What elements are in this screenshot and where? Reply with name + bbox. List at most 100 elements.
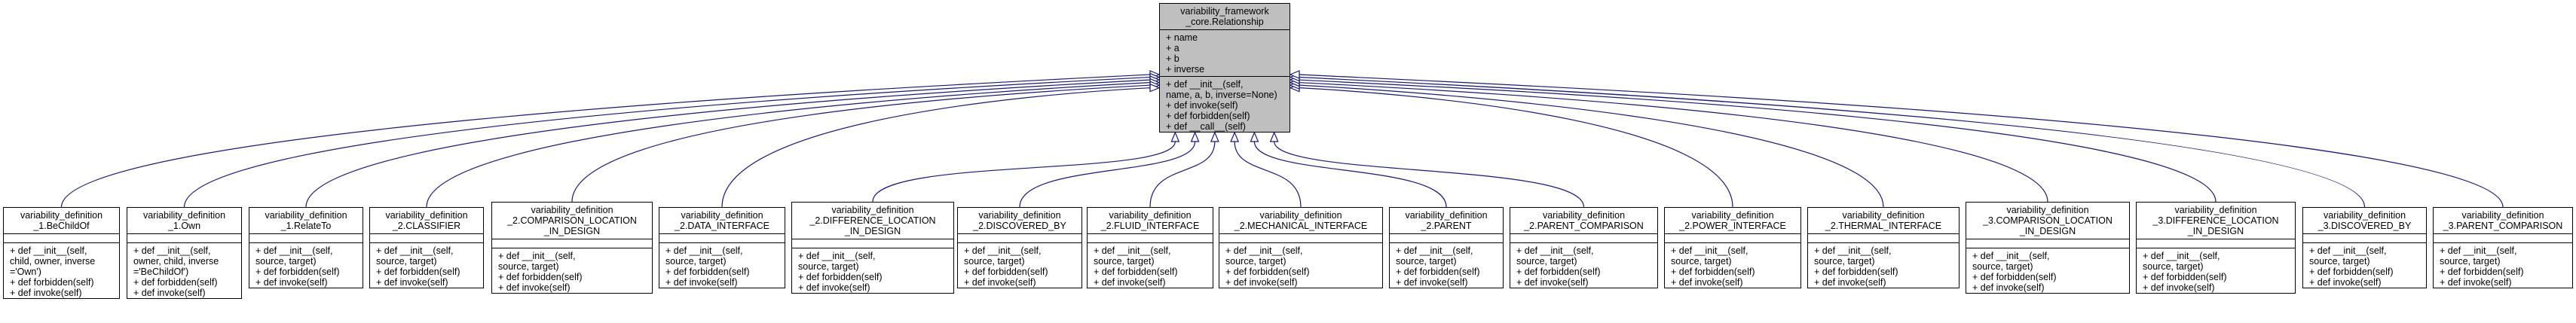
class-name-line: variability_framework bbox=[1180, 6, 1269, 17]
subclass-box: variability_definition_2.PARENT+ def __i… bbox=[1389, 207, 1504, 288]
method-line: source, target) bbox=[1516, 256, 1577, 267]
class-name-line: variability_definition bbox=[265, 210, 347, 221]
attributes-section bbox=[1390, 233, 1503, 243]
class-name: variability_definition_3.PARENT_COMPARIS… bbox=[2434, 208, 2572, 233]
methods-section: + def __init__(self, name, a, b, inverse… bbox=[1160, 76, 1290, 134]
method-line: + def forbidden(self) bbox=[1516, 267, 1601, 277]
attributes-section bbox=[1665, 233, 1800, 243]
methods-section: + def __init__(self, source, target)+ de… bbox=[792, 248, 953, 295]
subclass-box: variability_definition_2.THERMAL_INTERFA… bbox=[1807, 207, 1960, 288]
class-name-line: _3.PARENT_COMPARISON bbox=[2443, 221, 2563, 231]
class-name-line: variability_definition bbox=[1405, 210, 1488, 221]
class-name-line: _core.Relationship bbox=[1186, 17, 1264, 27]
class-name-line: variability_definition bbox=[978, 210, 1061, 221]
inheritance-edge bbox=[305, 79, 1151, 208]
method-line: + def forbidden(self) bbox=[798, 272, 883, 282]
method-line: source, target) bbox=[1972, 261, 2033, 272]
method-line: + def __init__(self, bbox=[665, 245, 743, 256]
method-line: + def forbidden(self) bbox=[1671, 267, 1755, 277]
method-line: source, target) bbox=[798, 261, 859, 272]
attributes-section bbox=[1966, 239, 2129, 248]
class-name-line: _1.Own bbox=[167, 221, 201, 231]
method-line: + def forbidden(self) bbox=[255, 267, 340, 277]
method-line: + def invoke(self) bbox=[1396, 277, 1468, 288]
method-line: + def invoke(self) bbox=[1166, 100, 1238, 111]
class-name-line: variability_definition bbox=[1542, 210, 1626, 221]
subclass-box: variability_definition_2.DATA_INTERFACE+… bbox=[659, 207, 785, 288]
methods-section: + def __init__(self, source, target)+ de… bbox=[2303, 242, 2426, 290]
class-name-line: _2.COMPARISON_LOCATION bbox=[507, 215, 637, 226]
class-name-line: _1.RelateTo bbox=[280, 221, 332, 231]
inheritance-edge bbox=[1274, 141, 1585, 208]
inheritance-edge bbox=[1299, 84, 1884, 208]
inheritance-arrowhead bbox=[1190, 131, 1200, 142]
class-name-line: _2.CLASSIFIER bbox=[392, 221, 461, 231]
method-line: + def __init__(self, bbox=[1225, 245, 1303, 256]
inheritance-arrowhead bbox=[1269, 131, 1279, 142]
attributes-section bbox=[127, 233, 241, 243]
method-line: source, target) bbox=[498, 261, 559, 272]
method-line: + def invoke(self) bbox=[1972, 282, 2045, 293]
methods-section: + def __init__(self, source, target)+ de… bbox=[1665, 242, 1800, 290]
method-line: + def __init__(self, bbox=[1972, 251, 2050, 261]
method-line: + def invoke(self) bbox=[2309, 277, 2382, 288]
class-name: variability_framework_core.Relationship bbox=[1160, 4, 1290, 29]
attribute-line: + a bbox=[1166, 43, 1179, 53]
inheritance-edge bbox=[1299, 87, 1733, 208]
class-name: variability_definition_1.BeChildOf bbox=[4, 208, 119, 233]
method-line: name, a, b, inverse=None) bbox=[1166, 90, 1277, 100]
methods-section: + def __init__(self, source, target)+ de… bbox=[1808, 242, 1959, 290]
method-line: + def invoke(self) bbox=[255, 277, 328, 288]
methods-section: + def __init__(self, child, owner, inver… bbox=[4, 242, 119, 300]
methods-section: + def __init__(self, source, target)+ de… bbox=[2137, 248, 2295, 295]
method-line: ='Own') bbox=[10, 267, 41, 277]
class-name-line: _2.PARENT_COMPARISON bbox=[1524, 221, 1644, 231]
subclass-box: variability_definition_2.DIFFERENCE_LOCA… bbox=[791, 202, 954, 294]
class-name: variability_definition_2.CLASSIFIER bbox=[370, 208, 483, 233]
class-name-line: variability_definition bbox=[1842, 210, 1925, 221]
method-line: + def __init__(self, bbox=[10, 245, 87, 256]
attributes-section bbox=[370, 233, 483, 243]
method-line: + def invoke(self) bbox=[798, 282, 870, 293]
method-line: + def invoke(self) bbox=[376, 277, 448, 288]
method-line: source, target) bbox=[2440, 256, 2501, 267]
attributes-section bbox=[249, 233, 363, 243]
class-name-line: _3.COMPARISON_LOCATION bbox=[1983, 215, 2113, 226]
class-name-line: variability_definition bbox=[20, 210, 103, 221]
class-name-line: _IN_DESIGN bbox=[2187, 226, 2244, 236]
class-name-line: _1.BeChildOf bbox=[33, 221, 90, 231]
class-name-line: variability_definition bbox=[1259, 210, 1342, 221]
method-line: + def __init__(self, bbox=[964, 245, 1042, 256]
subclass-box: variability_definition_3.DIFFERENCE_LOCA… bbox=[2136, 202, 2296, 294]
subclass-box: variability_definition_2.PARENT_COMPARIS… bbox=[1510, 207, 1658, 288]
attributes-section bbox=[2303, 233, 2426, 243]
methods-section: + def __init__(self, source, target)+ de… bbox=[1088, 242, 1213, 290]
attributes-section bbox=[792, 239, 953, 248]
method-line: source, target) bbox=[1225, 256, 1286, 267]
method-line: + def invoke(self) bbox=[2440, 277, 2512, 288]
method-line: + def forbidden(self) bbox=[10, 277, 94, 288]
method-line: + def forbidden(self) bbox=[133, 277, 218, 288]
inheritance-edge bbox=[571, 84, 1151, 203]
class-name: variability_definition_2.THERMAL_INTERFA… bbox=[1808, 208, 1959, 233]
method-line: + def forbidden(self) bbox=[2309, 267, 2394, 277]
method-line: child, owner, inverse bbox=[10, 256, 96, 267]
method-line: + def invoke(self) bbox=[964, 277, 1036, 288]
class-name: variability_definition_2.DISCOVERED_BY bbox=[958, 208, 1081, 233]
class-name-line: _IN_DESIGN bbox=[543, 226, 601, 236]
attributes-section bbox=[1808, 233, 1959, 243]
method-line: + def __init__(self, bbox=[1396, 245, 1473, 256]
method-line: + def __init__(self, bbox=[1671, 245, 1748, 256]
attributes-section bbox=[659, 233, 785, 243]
class-name-line: _2.MECHANICAL_INTERFACE bbox=[1234, 221, 1368, 231]
class-name-line: variability_definition bbox=[831, 205, 914, 215]
inheritance-edge bbox=[1299, 81, 2048, 203]
methods-section: + def __init__(self, source, target)+ de… bbox=[1510, 242, 1657, 290]
method-line: + def forbidden(self) bbox=[1814, 267, 1898, 277]
attributes-section bbox=[958, 233, 1081, 243]
class-name: variability_definition_2.MECHANICAL_INTE… bbox=[1219, 208, 1382, 233]
methods-section: + def __init__(self, source, target)+ de… bbox=[958, 242, 1081, 290]
inheritance-edge bbox=[1253, 141, 1447, 208]
class-name-line: variability_definition bbox=[2006, 205, 2089, 215]
inheritance-arrowhead bbox=[1170, 131, 1180, 142]
